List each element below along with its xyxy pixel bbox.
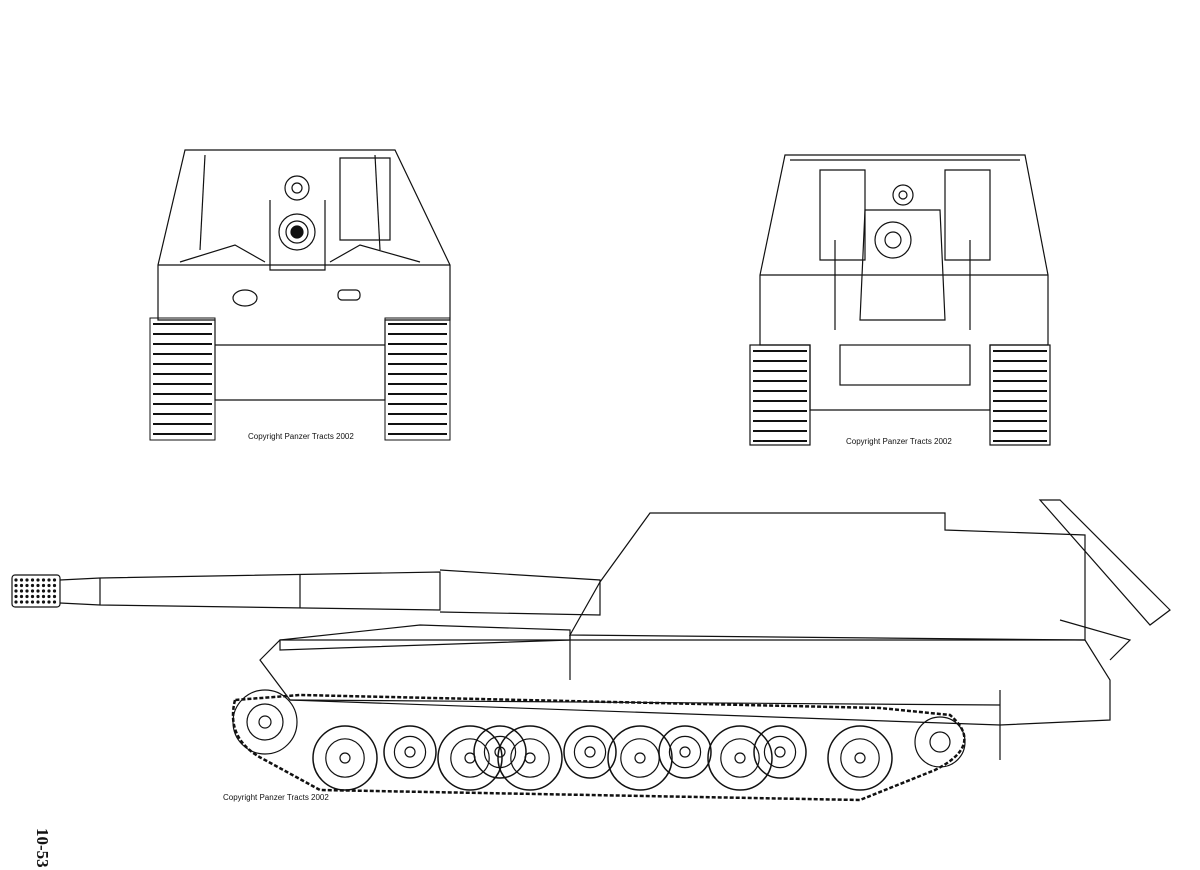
page-number: 10-53 <box>33 828 52 868</box>
side-view-drawing <box>11 499 1171 802</box>
rear-view-drawing <box>749 154 1051 446</box>
front-view-copyright: Copyright Panzer Tracts 2002 <box>248 432 354 441</box>
side-view-copyright: Copyright Panzer Tracts 2002 <box>223 793 329 802</box>
rear-view-copyright: Copyright Panzer Tracts 2002 <box>846 437 952 446</box>
muzzle-brake <box>11 574 61 608</box>
front-view-drawing <box>149 149 451 441</box>
